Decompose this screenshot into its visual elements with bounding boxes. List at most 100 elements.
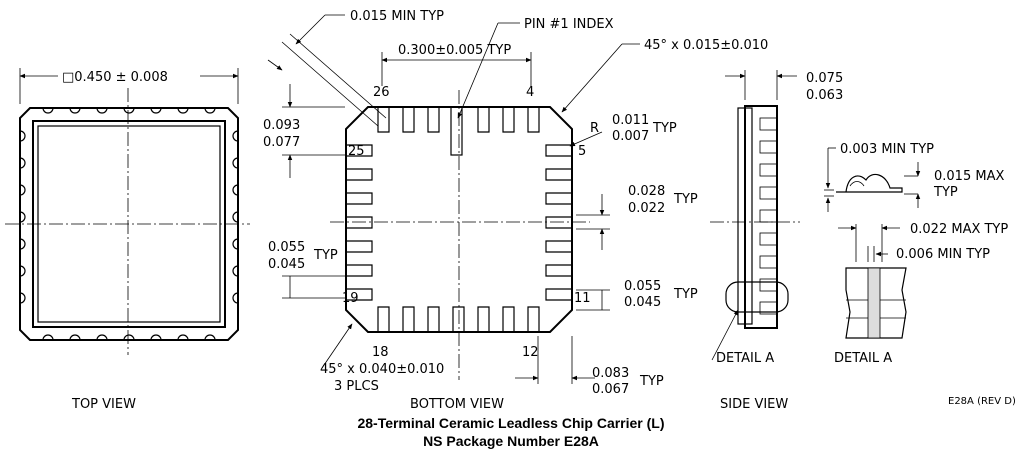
castellation <box>232 292 239 304</box>
pad-width-1: 0.028 <box>628 184 665 199</box>
castellation <box>150 107 162 114</box>
castellation <box>177 107 189 114</box>
radius-1: 0.011 <box>612 113 649 128</box>
side-detail-label: DETAIL A <box>716 351 774 366</box>
castellation <box>150 334 162 341</box>
castellation <box>42 334 54 341</box>
castellation <box>19 157 26 169</box>
castellation <box>19 184 26 196</box>
side-terminal <box>759 186 778 200</box>
pitch-left-typ: TYP <box>313 248 338 263</box>
terminal-pad <box>545 144 572 157</box>
castellation <box>232 130 239 142</box>
terminal-pad <box>545 288 572 301</box>
castellation <box>19 130 26 142</box>
castellation <box>177 334 189 341</box>
pitch-row-label: 0.300±0.005 TYP <box>398 43 511 58</box>
side-terminal <box>759 209 778 223</box>
pin-11: 11 <box>574 291 591 306</box>
terminal-pad <box>402 306 415 332</box>
detail-typ: TYP <box>933 185 958 200</box>
pin-4: 4 <box>526 85 534 100</box>
castellation <box>19 211 26 223</box>
terminal-pad <box>377 107 390 133</box>
side-terminal <box>759 140 778 154</box>
castellation <box>69 107 81 114</box>
bottom-view: 26 4 25 5 19 11 18 12 0.015 MIN TYP PIN … <box>263 9 768 412</box>
terminal-pad <box>346 288 373 301</box>
terminal-pad <box>502 306 515 332</box>
detail-022: 0.022 MAX TYP <box>910 222 1008 237</box>
side-view-label: SIDE VIEW <box>720 397 788 412</box>
side-view: 0.075 0.063 DETAIL A SIDE VIEW <box>710 70 843 412</box>
detail-max: 0.015 MAX <box>934 169 1004 184</box>
pin1-index-label: PIN #1 INDEX <box>524 17 614 32</box>
detail-a-label: DETAIL A <box>834 351 892 366</box>
radius-prefix: R <box>590 121 599 136</box>
detail-min-typ: 0.003 MIN TYP <box>840 142 934 157</box>
side-terminal <box>759 255 778 269</box>
terminal-pad <box>346 144 373 157</box>
pin-25: 25 <box>348 144 365 159</box>
terminal-pad <box>477 306 490 332</box>
height-1: 0.093 <box>263 118 300 133</box>
bottom-dim-2: 0.067 <box>592 382 629 397</box>
corner-chamfer-label: 45° x 0.040±0.010 <box>320 362 444 377</box>
castellation <box>123 334 135 341</box>
castellation <box>19 292 26 304</box>
radius-typ: TYP <box>652 121 677 136</box>
side-terminal <box>759 117 778 131</box>
castellation <box>19 238 26 250</box>
side-dim-1: 0.075 <box>806 71 843 86</box>
terminal-pad <box>502 107 515 133</box>
terminal-pad <box>527 306 540 332</box>
castellation <box>204 107 216 114</box>
castellation <box>232 238 239 250</box>
side-terminal <box>759 163 778 177</box>
top-view-label: TOP VIEW <box>71 397 136 412</box>
pitch-right-2: 0.045 <box>624 295 661 310</box>
pitch-right-1: 0.055 <box>624 279 661 294</box>
terminal-pad <box>452 306 465 332</box>
side-terminal <box>759 232 778 246</box>
castellation <box>204 334 216 341</box>
pin-19: 19 <box>342 291 359 306</box>
detail-a: 0.003 MIN TYP 0.015 MAX TYP 0.022 MAX TY… <box>824 142 1008 366</box>
castellation <box>232 265 239 277</box>
side-terminal <box>759 278 778 292</box>
detail-006: 0.006 MIN TYP <box>896 247 990 262</box>
pin-12: 12 <box>522 345 539 360</box>
terminal-pad <box>545 240 572 253</box>
castellation <box>232 157 239 169</box>
drawing-subtitle: NS Package Number E28A <box>423 433 599 449</box>
castellation <box>19 265 26 277</box>
pin1-index-marker <box>450 106 463 156</box>
castellation <box>42 107 54 114</box>
top-view: □0.450 ± 0.008 TOP VIEW <box>5 68 250 412</box>
terminal-pad <box>346 240 373 253</box>
bottom-view-label: BOTTOM VIEW <box>410 397 504 412</box>
terminal-pad <box>402 107 415 133</box>
castellation <box>96 334 108 341</box>
terminal-pad <box>427 107 440 133</box>
bottom-dim-1: 0.083 <box>592 366 629 381</box>
terminal-pad <box>545 192 572 205</box>
castellation <box>69 334 81 341</box>
terminal-pad <box>377 306 390 332</box>
terminal-pad <box>545 264 572 277</box>
chamfer-label: 45° x 0.015±0.010 <box>644 38 768 53</box>
terminal-pad <box>346 192 373 205</box>
pin-26: 26 <box>373 85 390 100</box>
terminal-pad <box>346 264 373 277</box>
castellation <box>232 184 239 196</box>
radius-2: 0.007 <box>612 129 649 144</box>
pad-width-2: 0.022 <box>628 201 665 216</box>
pitch-left-1: 0.055 <box>268 240 305 255</box>
terminal-pad <box>527 107 540 133</box>
min-typ-label: 0.015 MIN TYP <box>350 9 444 24</box>
castellation <box>232 211 239 223</box>
revision-label: E28A (REV D) <box>948 396 1016 407</box>
terminal-pad <box>545 168 572 181</box>
pad-width-typ: TYP <box>673 192 698 207</box>
